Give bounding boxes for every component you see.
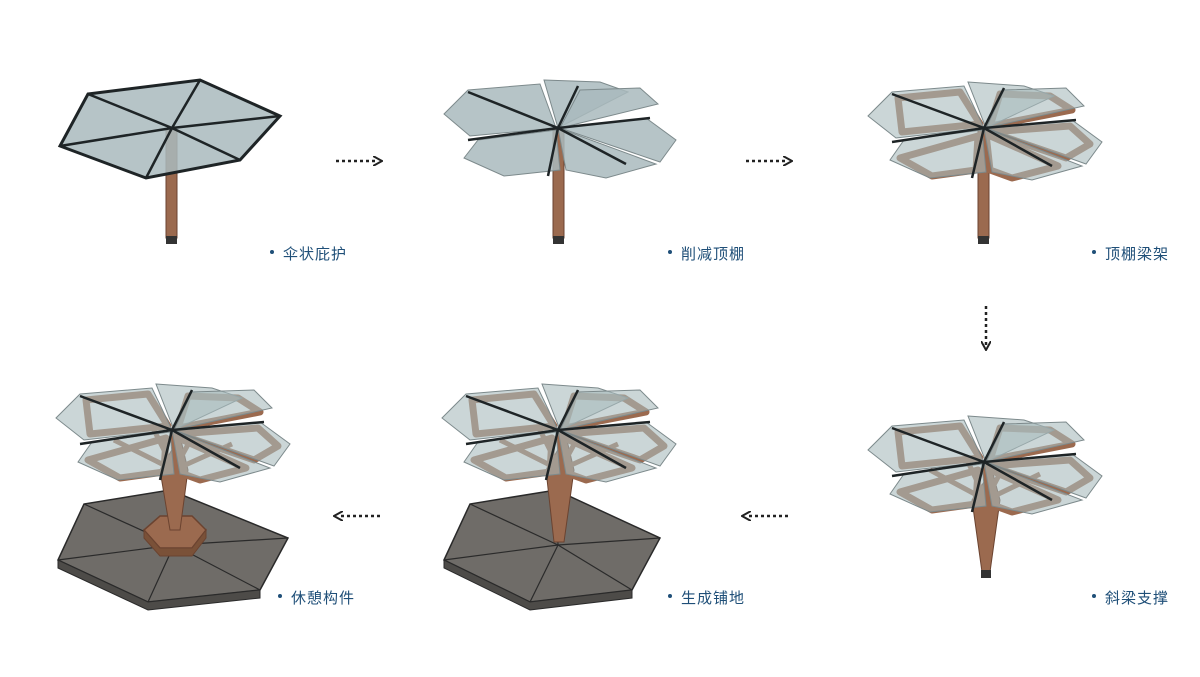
stage-rest-model — [55, 383, 291, 611]
stage-brace-model — [867, 415, 1103, 578]
step-label-frame: 顶棚梁架 — [1092, 243, 1169, 264]
stage-umbrella-model — [57, 78, 283, 244]
bullet-dot — [668, 593, 672, 598]
stage-paving-model — [441, 383, 677, 611]
step-label-brace: 斜梁支撑 — [1092, 587, 1169, 608]
bullet-dot — [1092, 593, 1096, 598]
stage-reduce-model — [443, 79, 677, 244]
step-label-rest: 休憩构件 — [278, 587, 355, 608]
step-label-umbrella: 伞状庇护 — [270, 243, 347, 264]
step-label-paving: 生成铺地 — [668, 587, 745, 608]
bullet-dot — [270, 249, 274, 254]
stage-frame-model — [867, 81, 1103, 244]
bullet-dot — [668, 249, 672, 254]
bullet-dot — [1092, 249, 1096, 254]
step-label-reduce: 削减顶棚 — [668, 243, 745, 264]
bullet-dot — [278, 593, 282, 598]
